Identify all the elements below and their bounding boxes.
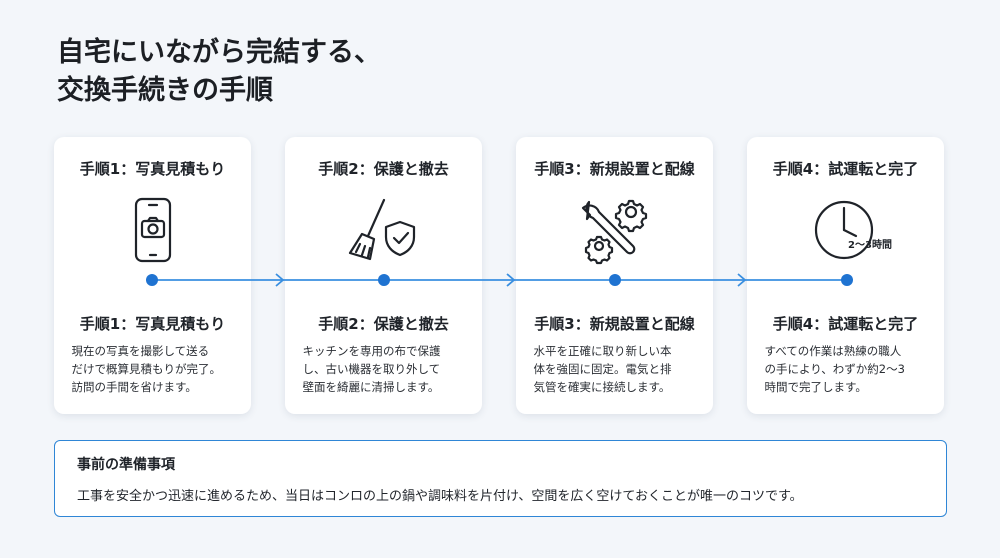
clock-icon-label: 2〜3時間	[848, 238, 892, 251]
smartphone-camera-icon	[123, 194, 183, 270]
step-description: 水平を正確に取り新しい本 体を強固に固定。電気と排 気管を確実に接続します。	[533, 344, 672, 394]
step-subtitle: 手順1：写真見積もり	[79, 315, 226, 333]
timeline	[146, 273, 853, 287]
page-title: 自宅にいながら完結する、 交換手続きの手順	[57, 34, 381, 110]
prep-text: 工事を安全かつ迅速に進めるため、当日はコンロの上の鍋や調味料を片付け、空間を広く…	[77, 489, 803, 504]
step-description: キッチンを専用の布で保護 し、古い機器を取り外して 壁面を綺麗に清掃します。	[302, 344, 441, 394]
broom-shield-icon	[344, 194, 424, 270]
timeline-dot-4	[841, 274, 853, 286]
step-description: 現在の写真を撮影して送る だけで概算見積もりが完了。 訪問の手間を省けます。	[71, 344, 222, 394]
step-card-3: 手順3：新規設置と配線 手順3：新規設置と配線 水平を正確に取り新しい本 体を強…	[516, 137, 713, 414]
timeline-arrow-1	[275, 273, 285, 287]
prep-box: 事前の準備事項 工事を安全かつ迅速に進めるため、当日はコンロの上の鍋や調味料を片…	[54, 440, 947, 517]
timeline-dot-1	[146, 274, 158, 286]
prep-title: 事前の準備事項	[77, 457, 175, 473]
wrench-gears-icon	[575, 194, 655, 270]
step-subtitle: 手順4：試運転と完了	[772, 315, 919, 333]
step-title: 手順2：保護と撤去	[318, 160, 449, 178]
step-title: 手順4：試運転と完了	[772, 160, 919, 178]
step-description: すべての作業は熟練の職人 の手により、わずか約2〜3 時間で完了します。	[764, 344, 905, 394]
step-card-1: 手順1：写真見積もり 手順1：写真見積もり 現在の写真を撮影して送る だけで概算…	[54, 137, 251, 414]
page-title-line2: 交換手続きの手順	[57, 75, 273, 106]
step-subtitle: 手順2：保護と撤去	[318, 315, 449, 333]
step-subtitle: 手順3：新規設置と配線	[534, 315, 695, 333]
timeline-dot-2	[378, 274, 390, 286]
timeline-dot-3	[609, 274, 621, 286]
step-title: 手順1：写真見積もり	[79, 160, 226, 178]
timeline-arrow-3	[737, 273, 747, 287]
step-title: 手順3：新規設置と配線	[534, 160, 695, 178]
clock-icon: 2〜3時間	[806, 194, 891, 270]
step-card-4: 手順4：試運転と完了 2〜3時間 手順4：試運転と完了 すべての作業は熟練の職人…	[747, 137, 944, 414]
page-title-line1: 自宅にいながら完結する、	[57, 37, 381, 68]
step-card-2: 手順2：保護と撤去 手順2：保護と撤去 キッチンを専用の布で保護 し、古い機器を…	[285, 137, 482, 414]
timeline-arrow-2	[506, 273, 516, 287]
